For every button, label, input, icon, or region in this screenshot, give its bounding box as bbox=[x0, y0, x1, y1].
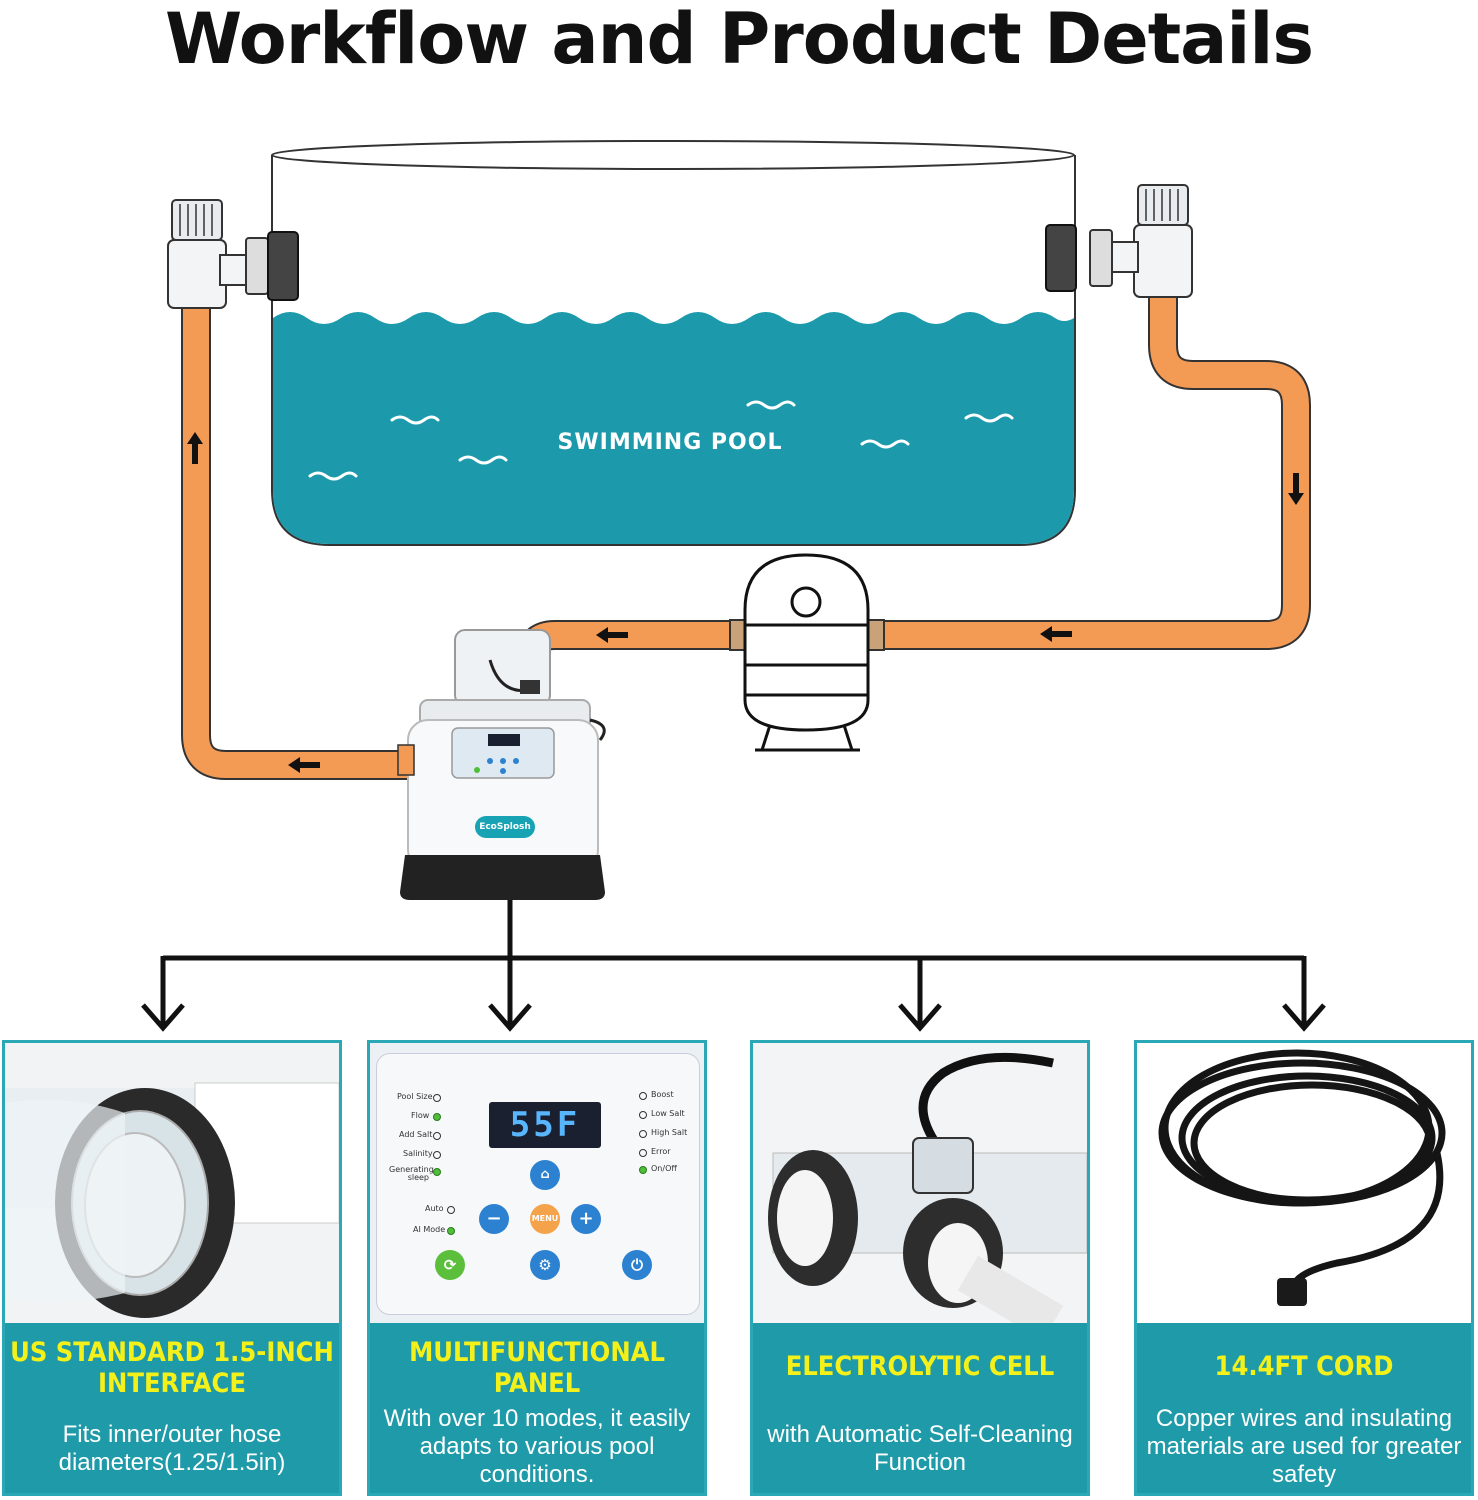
workflow-diagram bbox=[141, 140, 1326, 1032]
control-panel-photo: 55F Pool Size Flow Add Salt Salinity Gen… bbox=[370, 1043, 704, 1323]
chlorinator-device bbox=[397, 629, 606, 900]
page-title: Workflow and Product Details bbox=[164, 0, 1314, 80]
electrolytic-cell-photo bbox=[753, 1043, 1087, 1323]
filter-pump bbox=[729, 553, 885, 752]
panel-label-auto: Auto bbox=[425, 1204, 444, 1213]
panel-label-high-salt: High Salt bbox=[651, 1128, 688, 1137]
led-auto bbox=[447, 1206, 455, 1214]
led-ai-mode bbox=[447, 1227, 455, 1235]
feature-card-cell: ELECTROLYTIC CELL with Automatic Self-Cl… bbox=[750, 1040, 1090, 1496]
panel-label-boost: Boost bbox=[651, 1090, 674, 1099]
panel-label-low-salt: Low Salt bbox=[651, 1109, 685, 1118]
panel-label-add-salt: Add Salt bbox=[399, 1130, 433, 1139]
panel-label-pool-size: Pool Size bbox=[397, 1092, 433, 1101]
panel-display: 55F bbox=[489, 1102, 601, 1148]
power-cord-photo bbox=[1137, 1043, 1471, 1323]
minus-button[interactable]: − bbox=[479, 1204, 509, 1234]
refresh-icon[interactable]: ⟳ bbox=[435, 1250, 465, 1280]
led-add-salt bbox=[433, 1132, 441, 1140]
led-high-salt bbox=[639, 1130, 647, 1138]
feature-card-interface: US STANDARD 1.5-INCH INTERFACE Fits inne… bbox=[2, 1040, 342, 1496]
left-inlet-fitting bbox=[167, 199, 299, 309]
card-title: ELECTROLYTIC CELL bbox=[785, 1351, 1055, 1382]
interface-photo bbox=[5, 1043, 339, 1323]
panel-label-ai-mode: AI Mode bbox=[413, 1225, 446, 1234]
plus-button[interactable]: + bbox=[571, 1204, 601, 1234]
device-brand-logo: EcoSplosh bbox=[475, 816, 535, 838]
card-description: Fits inner/outer hose diameters(1.25/1.5… bbox=[58, 1421, 286, 1476]
flow-arrows bbox=[187, 432, 1304, 773]
card-title: US STANDARD 1.5-INCH INTERFACE bbox=[10, 1337, 334, 1399]
pool-label: SWIMMING POOL bbox=[557, 430, 783, 455]
led-pool-size bbox=[433, 1094, 441, 1102]
panel-label-error: Error bbox=[651, 1147, 671, 1156]
feature-card-panel: 55F Pool Size Flow Add Salt Salinity Gen… bbox=[367, 1040, 707, 1496]
power-icon[interactable]: ⏻ bbox=[622, 1250, 652, 1280]
settings-gear-icon[interactable]: ⚙ bbox=[530, 1250, 560, 1280]
connector-lines bbox=[141, 900, 1326, 1032]
led-boost bbox=[639, 1092, 647, 1100]
panel-label-on-off: On/Off bbox=[651, 1164, 677, 1173]
card-title: 14.4FT CORD bbox=[1214, 1351, 1394, 1382]
led-salinity bbox=[433, 1151, 441, 1159]
card-description: Copper wires and insulating materials ar… bbox=[1146, 1405, 1462, 1488]
led-error bbox=[639, 1149, 647, 1157]
card-title: MULTIFUNCTIONAL PANEL bbox=[409, 1337, 665, 1399]
led-generating-sleep bbox=[433, 1168, 441, 1176]
panel-label-flow: Flow bbox=[411, 1111, 430, 1120]
panel-label-salinity: Salinity bbox=[403, 1149, 433, 1158]
menu-button[interactable]: MENU bbox=[530, 1204, 560, 1234]
led-low-salt bbox=[639, 1111, 647, 1119]
right-outlet-fitting bbox=[1045, 184, 1193, 298]
led-flow bbox=[433, 1113, 441, 1121]
wave-marks bbox=[308, 400, 1014, 481]
panel-label-generating-sleep: Generating sleep bbox=[389, 1165, 434, 1182]
feature-card-cord: 14.4FT CORD Copper wires and insulating … bbox=[1134, 1040, 1474, 1496]
card-description: with Automatic Self-Cleaning Function bbox=[767, 1421, 1073, 1476]
swimming-pool bbox=[271, 140, 1076, 546]
wifi-button[interactable]: ⌂ bbox=[530, 1160, 560, 1190]
led-on-off bbox=[639, 1166, 647, 1174]
card-description: With over 10 modes, it easily adapts to … bbox=[383, 1405, 691, 1488]
